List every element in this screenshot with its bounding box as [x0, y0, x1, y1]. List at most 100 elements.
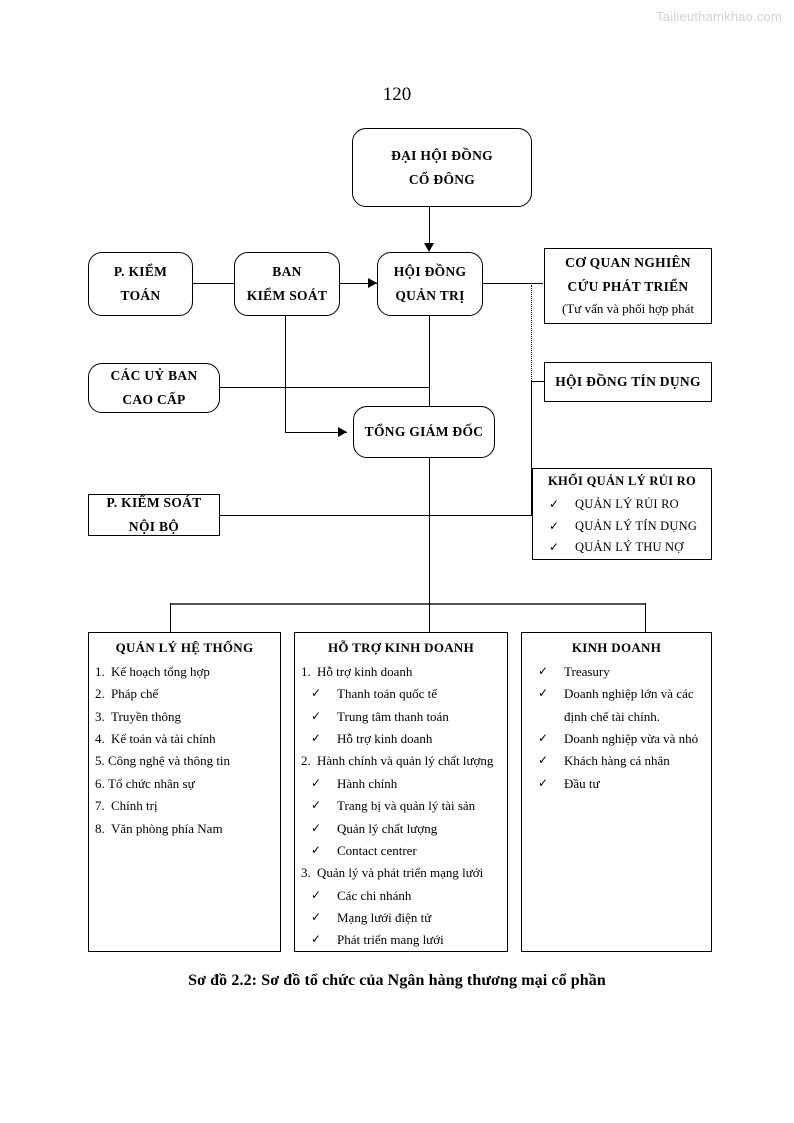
- list-number: 3.: [301, 865, 311, 881]
- node-line: CỨU PHÁT TRIỂN: [567, 278, 689, 294]
- list-number: 2.: [301, 753, 311, 769]
- check-icon: ✓: [311, 887, 322, 902]
- list-item-label: Treasury: [564, 664, 610, 679]
- node-line: (Tư vấn và phối hợp phát: [562, 301, 694, 317]
- check-icon: ✓: [549, 497, 560, 511]
- list-item-bullet: ✓ Khách hàng cá nhân: [528, 750, 705, 772]
- list-item-label: Đầu tư: [564, 775, 600, 791]
- connector-right-vertical: [531, 381, 533, 516]
- check-icon: ✓: [538, 731, 549, 746]
- figure-caption: Sơ đồ 2.2: Sơ đồ tổ chức của Ngân hàng t…: [188, 972, 606, 989]
- list-item-numbered: 1.Hỗ trợ kinh doanh: [301, 661, 501, 683]
- list-number: 6.: [95, 775, 105, 791]
- list-item-bullet: ✓Hỗ trợ kinh doanh: [301, 728, 501, 750]
- check-icon: ✓: [311, 708, 322, 723]
- block-risk-management[interactable]: KHỐI QUẢN LÝ RỦI RO ✓QUẢN LÝ RỦI RO✓QUẢN…: [532, 468, 712, 560]
- list-item-bullet: ✓ Doanh nghiệp vừa và nhỏ: [528, 728, 705, 750]
- node-senior-committees[interactable]: CÁC UỶ BAN CAO CẤP: [88, 363, 220, 413]
- check-icon: ✓: [549, 540, 560, 554]
- list-number: 4.: [95, 731, 105, 747]
- list-item-label: Pháp chế: [111, 686, 159, 702]
- list-number: 7.: [95, 798, 105, 814]
- connector-drop-right: [645, 603, 647, 633]
- block-title: HỖ TRỢ KINH DOANH: [327, 640, 475, 655]
- list-item-label: Trang bị và quản lý tài sản: [337, 798, 476, 814]
- list-item-numbered: 3.Truyền thông: [95, 706, 274, 728]
- node-research-development-agency[interactable]: CƠ QUAN NGHIÊN CỨU PHÁT TRIỂN (Tư vấn và…: [544, 248, 712, 324]
- node-internal-control-department[interactable]: P. KIỂM SOÁT NỘI BỘ: [88, 494, 220, 536]
- list-item-label: Doanh nghiệp vừa và nhỏ: [564, 731, 699, 747]
- list-number: 2.: [95, 686, 105, 702]
- connector-internal-control: [219, 515, 532, 517]
- list-item-label: Công nghệ và thông tin: [108, 753, 231, 769]
- risk-item: ✓QUẢN LÝ THU NỢ: [539, 537, 705, 559]
- business-support-item-list: 1.Hỗ trợ kinh doanh✓Thanh toán quốc tế✓T…: [301, 661, 501, 951]
- connector-shareholders-board: [429, 206, 431, 246]
- list-item-numbered: 2. Pháp chế: [95, 683, 274, 705]
- arrowhead-board-top: [424, 243, 434, 252]
- node-line: CỔ ĐÔNG: [408, 171, 476, 187]
- list-item-label: Khách hàng cá nhân: [564, 753, 670, 769]
- list-item-label: Văn phòng phía Nam: [111, 820, 223, 836]
- block-business[interactable]: KINH DOANH ✓Treasury✓Doanh nghiệp lớn và…: [521, 632, 712, 952]
- list-item-bullet: ✓Các chi nhánh: [301, 885, 501, 907]
- node-line: KIỂM SOÁT: [246, 288, 328, 303]
- node-supervisory-board[interactable]: BAN KIỂM SOÁT: [234, 252, 340, 316]
- connector-credit-council: [531, 381, 545, 383]
- list-item-bullet: ✓ Trung tâm thanh toán: [301, 706, 501, 728]
- connector-board-down: [429, 316, 431, 604]
- connector-supervisory-down: [285, 316, 287, 433]
- list-item-numbered: 5.Công nghệ và thông tin: [95, 750, 274, 772]
- list-item-label: Trung tâm thanh toán: [337, 708, 449, 724]
- node-board-of-directors[interactable]: HỘI ĐỒNG QUẢN TRỊ: [377, 252, 483, 316]
- node-line: HỘI ĐỒNG TÍN DỤNG: [555, 373, 701, 389]
- risk-item: ✓QUẢN LÝ RỦI RO: [539, 494, 705, 516]
- list-item-numbered: 4.Kế toán và tài chính: [95, 728, 274, 750]
- check-icon: ✓: [311, 820, 322, 835]
- risk-item-list: ✓QUẢN LÝ RỦI RO✓QUẢN LÝ TÍN DỤNG✓QUẢN LÝ…: [539, 494, 705, 559]
- check-icon: ✓: [311, 909, 322, 924]
- connector-audit-supervisory: [192, 283, 238, 285]
- check-icon: ✓: [311, 798, 322, 813]
- list-item-label: Chính trị: [111, 798, 158, 814]
- list-item-bullet: ✓Treasury: [528, 661, 705, 683]
- node-credit-council[interactable]: HỘI ĐỒNG TÍN DỤNG: [544, 362, 712, 402]
- list-item-numbered: 7. Chính trị: [95, 795, 274, 817]
- node-general-shareholders-meeting[interactable]: ĐẠI HỘI ĐỒNG CỔ ĐÔNG: [352, 128, 532, 207]
- check-icon: ✓: [311, 842, 322, 857]
- list-number: 5.: [95, 753, 105, 769]
- list-item-label-line2: định chế tài chính.: [564, 708, 661, 724]
- list-number: 8.: [95, 820, 105, 836]
- watermark: Tailieuthamkhao.com: [656, 9, 782, 24]
- block-title: KINH DOANH: [571, 640, 662, 655]
- list-item-bullet: ✓Hành chính: [301, 773, 501, 795]
- list-item-numbered: 8. Văn phòng phía Nam: [95, 818, 274, 840]
- list-item-label: Quản lý và phát triển mạng lưới: [317, 865, 484, 881]
- node-audit-department[interactable]: P. KIỂM TOÁN: [88, 252, 193, 316]
- list-item-bullet: ✓Contact centrer: [301, 840, 501, 862]
- list-item-label: Hành chính: [337, 775, 398, 791]
- node-line: ĐẠI HỘI ĐỒNG: [391, 147, 493, 163]
- page-number: 120: [382, 84, 412, 105]
- list-item-label: Mạng lưới điện tử: [337, 909, 432, 925]
- list-number: 1.: [95, 664, 105, 679]
- check-icon: ✓: [538, 686, 549, 701]
- node-ceo[interactable]: TỔNG GIÁM ĐỐC: [353, 406, 495, 458]
- check-icon: ✓: [311, 686, 322, 701]
- block-title: KHỐI QUẢN LÝ RỦI RO: [547, 474, 697, 488]
- connector-dotted-vertical: [531, 285, 532, 381]
- list-item-numbered: 3. Quản lý và phát triển mạng lưới: [301, 862, 501, 884]
- block-business-support[interactable]: HỖ TRỢ KINH DOANH 1.Hỗ trợ kinh doanh✓Th…: [294, 632, 508, 952]
- node-line: NỘI BỘ: [128, 519, 180, 534]
- list-item-label: Phát triển mang lưới: [337, 932, 444, 948]
- connector-board-research: [483, 283, 543, 285]
- list-item-bullet: ✓ Mạng lưới điện tử: [301, 907, 501, 929]
- connector-drop-left: [170, 603, 172, 633]
- check-icon: ✓: [538, 753, 549, 768]
- list-item-bullet: ✓Phát triển mang lưới: [301, 929, 501, 951]
